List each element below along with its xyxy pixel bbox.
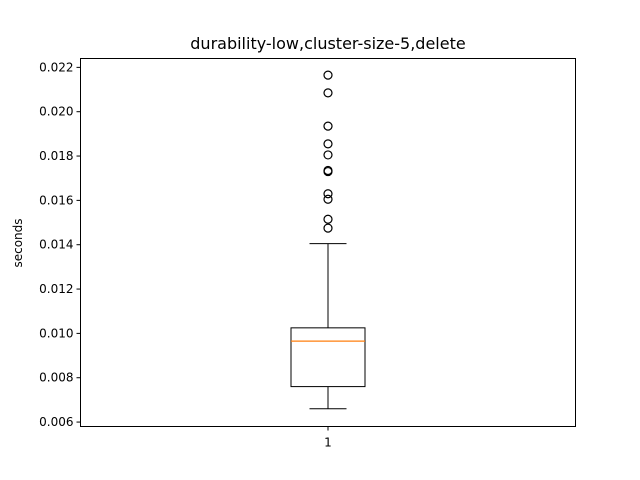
outlier-point <box>323 121 333 131</box>
outlier-point <box>323 223 333 233</box>
y-tick-label: 0.012 <box>39 282 73 296</box>
y-tick-label: 0.014 <box>39 238 73 252</box>
outlier-point <box>323 165 333 176</box>
y-tick-label: 0.022 <box>39 60 73 74</box>
outlier-point <box>323 150 333 160</box>
y-tick-label: 0.016 <box>39 193 73 207</box>
y-axis-label: seconds <box>11 218 25 267</box>
outlier-point <box>323 139 333 149</box>
outlier-point <box>323 70 333 80</box>
outlier-point <box>323 214 333 224</box>
outlier-point <box>323 194 333 204</box>
outlier-point <box>323 189 333 199</box>
interquartile-box <box>290 327 366 388</box>
x-tick-label: 1 <box>324 436 332 450</box>
y-tick-label: 0.008 <box>39 371 73 385</box>
y-tick-label: 0.018 <box>39 149 73 163</box>
y-tick-label: 0.006 <box>39 415 73 429</box>
y-tick-label: 0.020 <box>39 105 73 119</box>
plot-area: 0.006 0.008 0.010 0.012 0.014 0.016 0.018 0.020… <box>39 60 366 450</box>
y-tick-label: 0.010 <box>39 326 73 340</box>
outlier-point <box>323 88 333 98</box>
axes-frame <box>80 58 576 427</box>
chart-title: durability-low,cluster-size-5,delete <box>190 34 465 53</box>
